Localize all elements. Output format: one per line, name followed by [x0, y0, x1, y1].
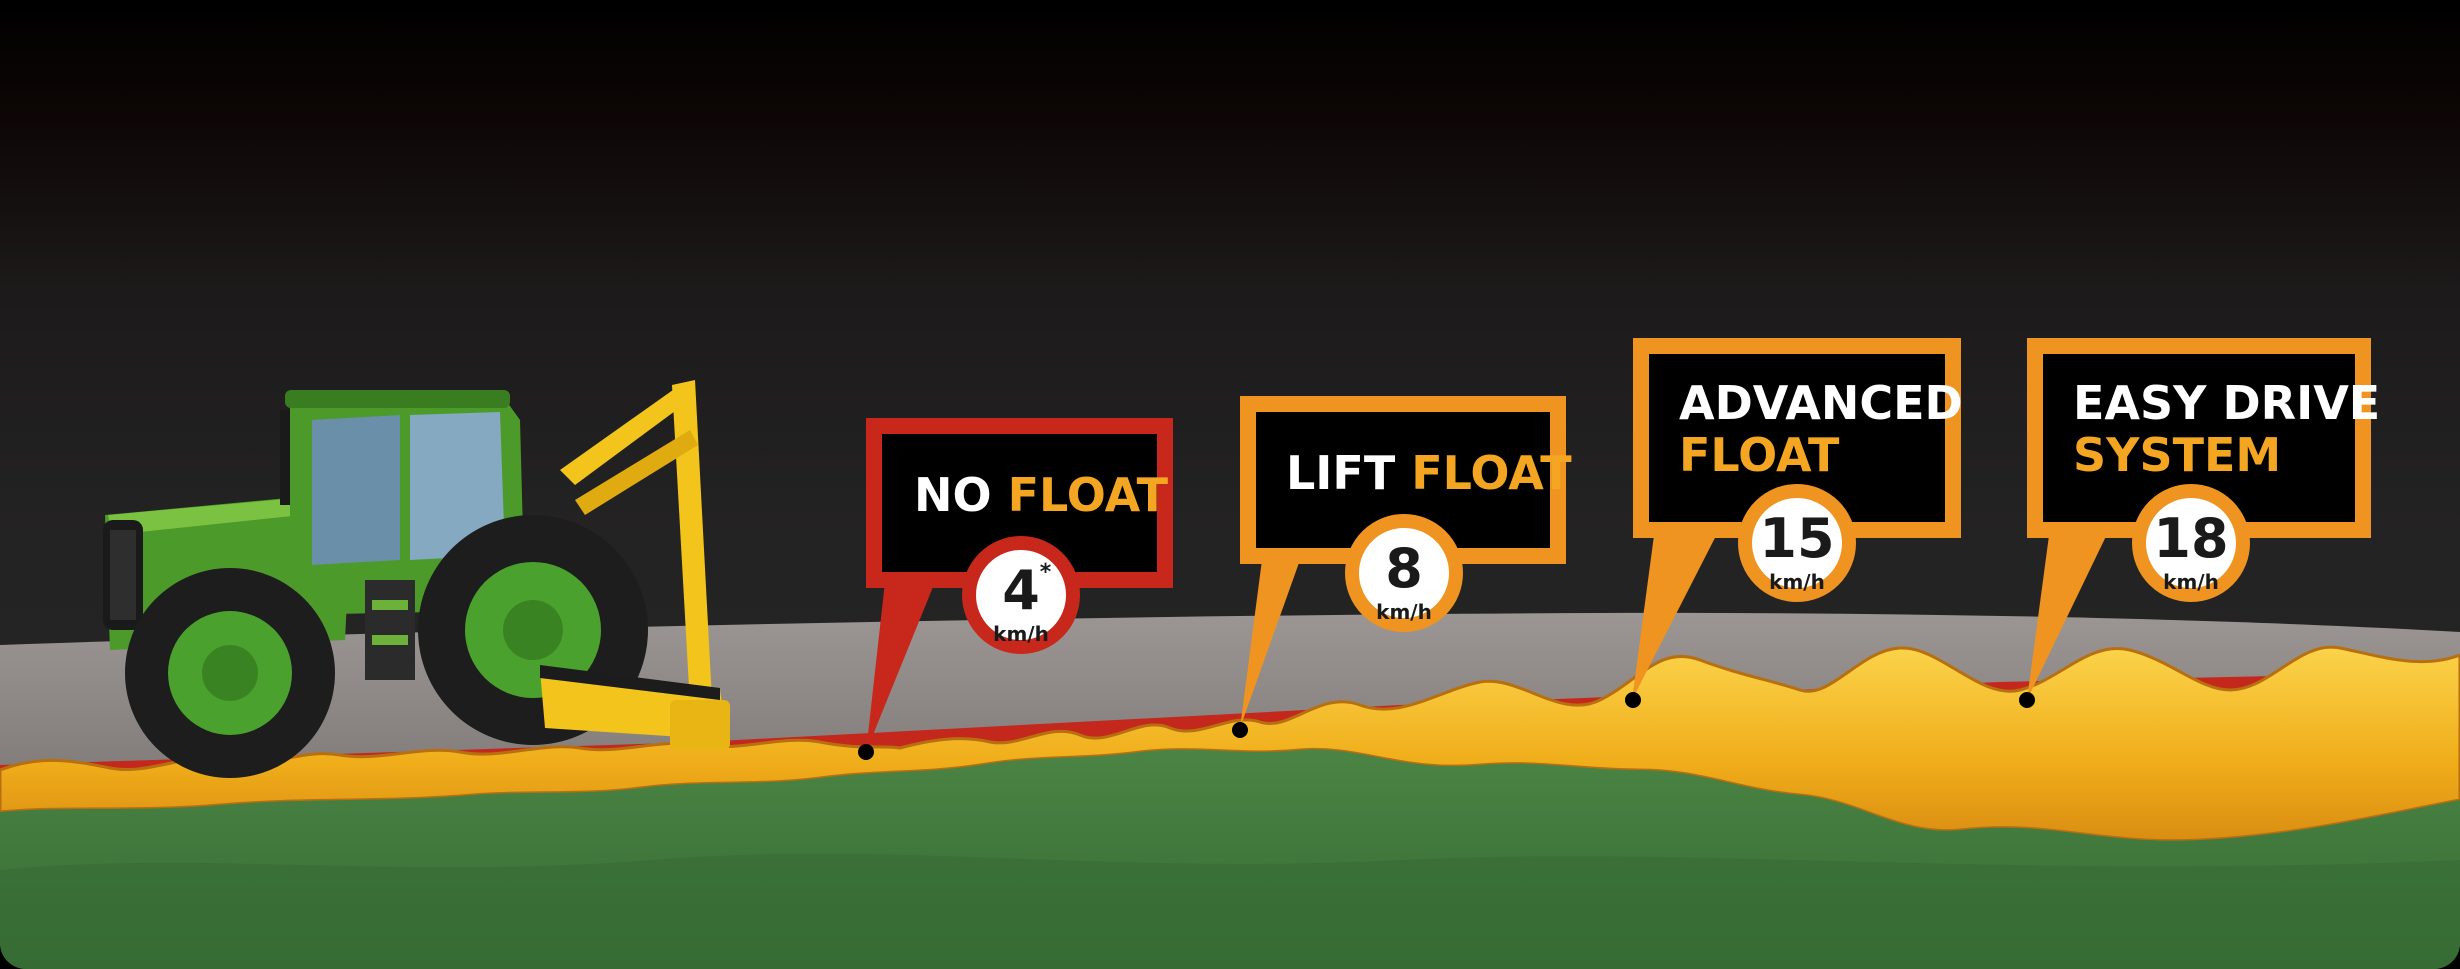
callout-no-float-line1: NO	[914, 468, 992, 522]
speed-footnote-marker: *	[1039, 560, 1052, 585]
callout-advanced-float-line1: ADVANCED	[1679, 376, 1963, 430]
callout-no-float-line2: FLOAT	[1007, 468, 1168, 522]
callout-tail-easy-drive	[2027, 528, 2110, 700]
speed-badge-easy-drive: 18 km/h	[2132, 484, 2250, 602]
speed-unit-easy-drive: km/h	[2163, 570, 2219, 594]
callout-lift-float-line1: LIFT	[1286, 446, 1396, 500]
callout-advanced-float: ADVANCED FLOAT	[1633, 338, 1963, 538]
speed-value-no-float: 4	[1002, 559, 1040, 622]
speed-badge-no-float: 4* km/h	[962, 536, 1080, 654]
speed-value-advanced-float: 15	[1759, 507, 1835, 570]
speed-badge-advanced-float: 15 km/h	[1738, 484, 1856, 602]
speed-badge-lift-float: 8 km/h	[1345, 514, 1463, 632]
callout-tail-no-float	[866, 582, 935, 752]
callout-lift-float-line2: FLOAT	[1411, 446, 1572, 500]
speed-value-easy-drive: 18	[2153, 507, 2229, 570]
callout-easy-drive-line2: SYSTEM	[2073, 427, 2282, 482]
speed-unit-lift-float: km/h	[1376, 600, 1432, 624]
callout-easy-drive-line1: EASY DRIVE	[2073, 376, 2381, 430]
callout-advanced-float-line2: FLOAT	[1679, 427, 1840, 482]
anchor-dot-easy-drive	[2019, 692, 2035, 708]
anchor-dot-advanced-float	[1625, 692, 1641, 708]
anchor-dot-lift-float	[1232, 722, 1248, 738]
speed-value-lift-float: 8	[1385, 537, 1423, 600]
callout-tail-lift-float	[1240, 560, 1300, 728]
speed-unit-advanced-float: km/h	[1769, 570, 1825, 594]
hedge-mower-arm-icon	[540, 380, 730, 750]
anchor-dot-no-float	[858, 744, 874, 760]
callout-tail-advanced-float	[1632, 528, 1720, 700]
speed-unit-no-float: km/h	[993, 622, 1049, 646]
